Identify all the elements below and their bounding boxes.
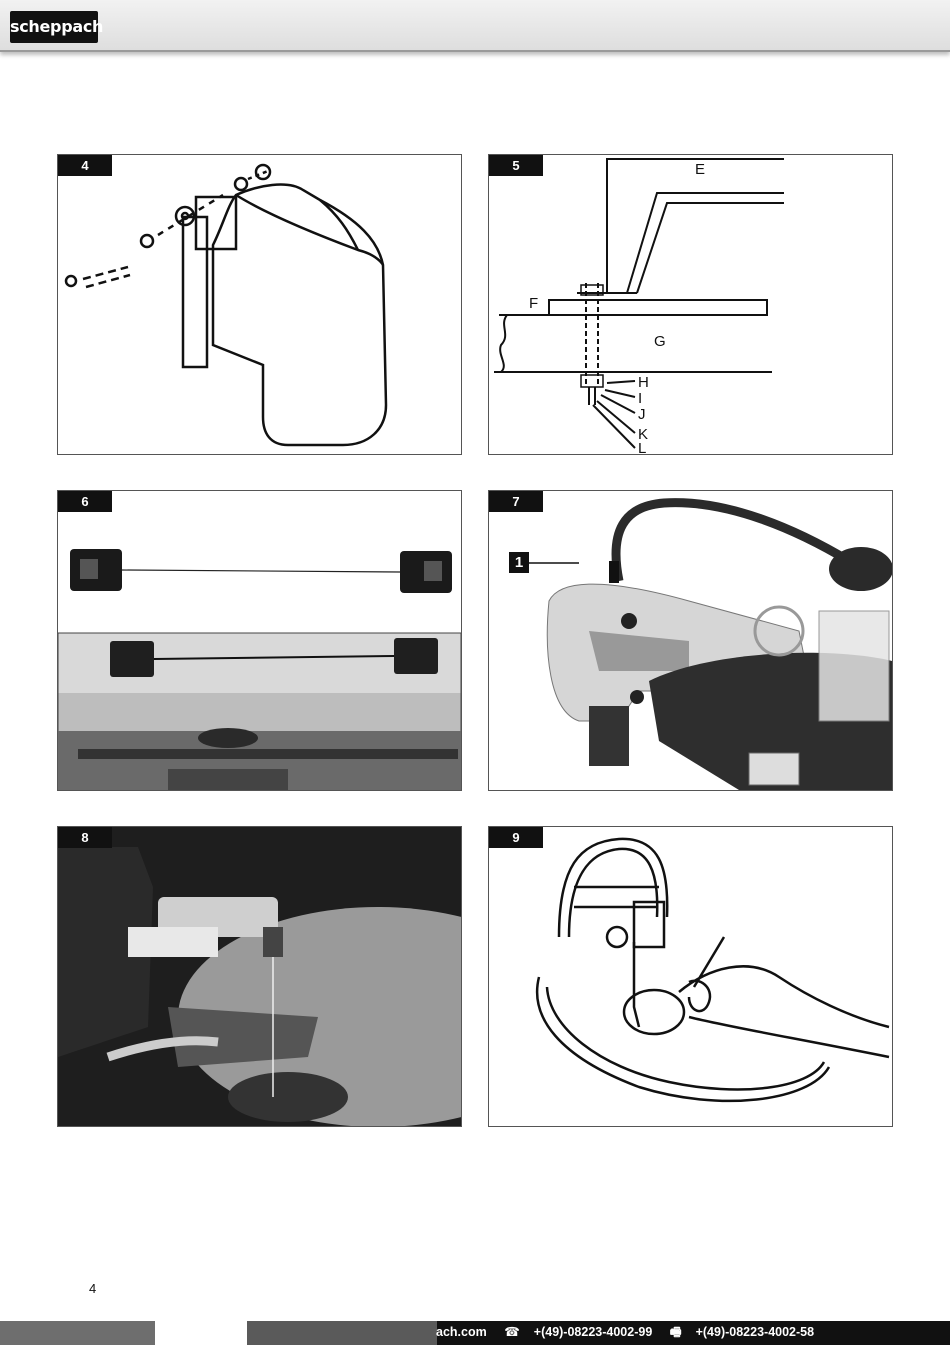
blade-holders-photo xyxy=(58,549,461,790)
label-k: K xyxy=(638,426,648,443)
figure-9: 9 xyxy=(488,826,893,1127)
label-f: F xyxy=(529,295,538,312)
footer-bar-segment xyxy=(155,1321,247,1345)
phone-icon: ☎ xyxy=(504,1325,520,1339)
blade-insertion-drawing xyxy=(535,837,890,1103)
blade-guard-exploded-drawing xyxy=(64,163,388,447)
figure-7: 7 1 xyxy=(488,490,893,791)
figure-number: 4 xyxy=(58,155,112,176)
figure-number: 8 xyxy=(58,827,112,848)
footer-phone: +(49)-08223-4002-99 xyxy=(533,1325,653,1339)
label-g: G xyxy=(654,333,666,350)
label-h: H xyxy=(638,374,649,391)
footer-bar-segment xyxy=(0,1321,155,1345)
table-mounting-diagram: E F G H I J K L xyxy=(494,158,784,454)
figure-6: 6 xyxy=(57,490,462,791)
label-j: J xyxy=(638,406,646,423)
figure-5: 5 E F G H I J K L xyxy=(488,154,893,455)
page-number: 4 xyxy=(89,1281,97,1296)
fax-icon: 🖷 xyxy=(669,1325,682,1339)
page-header: scheppach xyxy=(0,0,950,52)
blade-clamp-photo xyxy=(58,827,461,1126)
footer-web: ach.com xyxy=(436,1325,487,1339)
footer-contact: ach.com ☎ +(49)-08223-4002-99 🖷 +(49)-0822… xyxy=(436,1321,828,1345)
scroll-saw-photo xyxy=(529,498,892,790)
footer-bar-segment xyxy=(247,1321,437,1345)
figure-number: 7 xyxy=(489,491,543,512)
page-footer: ach.com ☎ +(49)-08223-4002-99 🖷 +(49)-0822… xyxy=(0,1321,950,1345)
figure-4: 4 xyxy=(57,154,462,455)
scheppach-logo: scheppach xyxy=(10,11,103,43)
label-i: I xyxy=(638,390,642,407)
figure-number: 5 xyxy=(489,155,543,176)
label-l: L xyxy=(638,440,646,454)
figure-number: 9 xyxy=(489,827,543,848)
callout-1: 1 xyxy=(509,552,529,573)
figure-number: 6 xyxy=(58,491,112,512)
label-e: E xyxy=(695,161,705,178)
figure-8: 8 xyxy=(57,826,462,1127)
footer-fax: +(49)-08223-4002-58 xyxy=(695,1325,815,1339)
